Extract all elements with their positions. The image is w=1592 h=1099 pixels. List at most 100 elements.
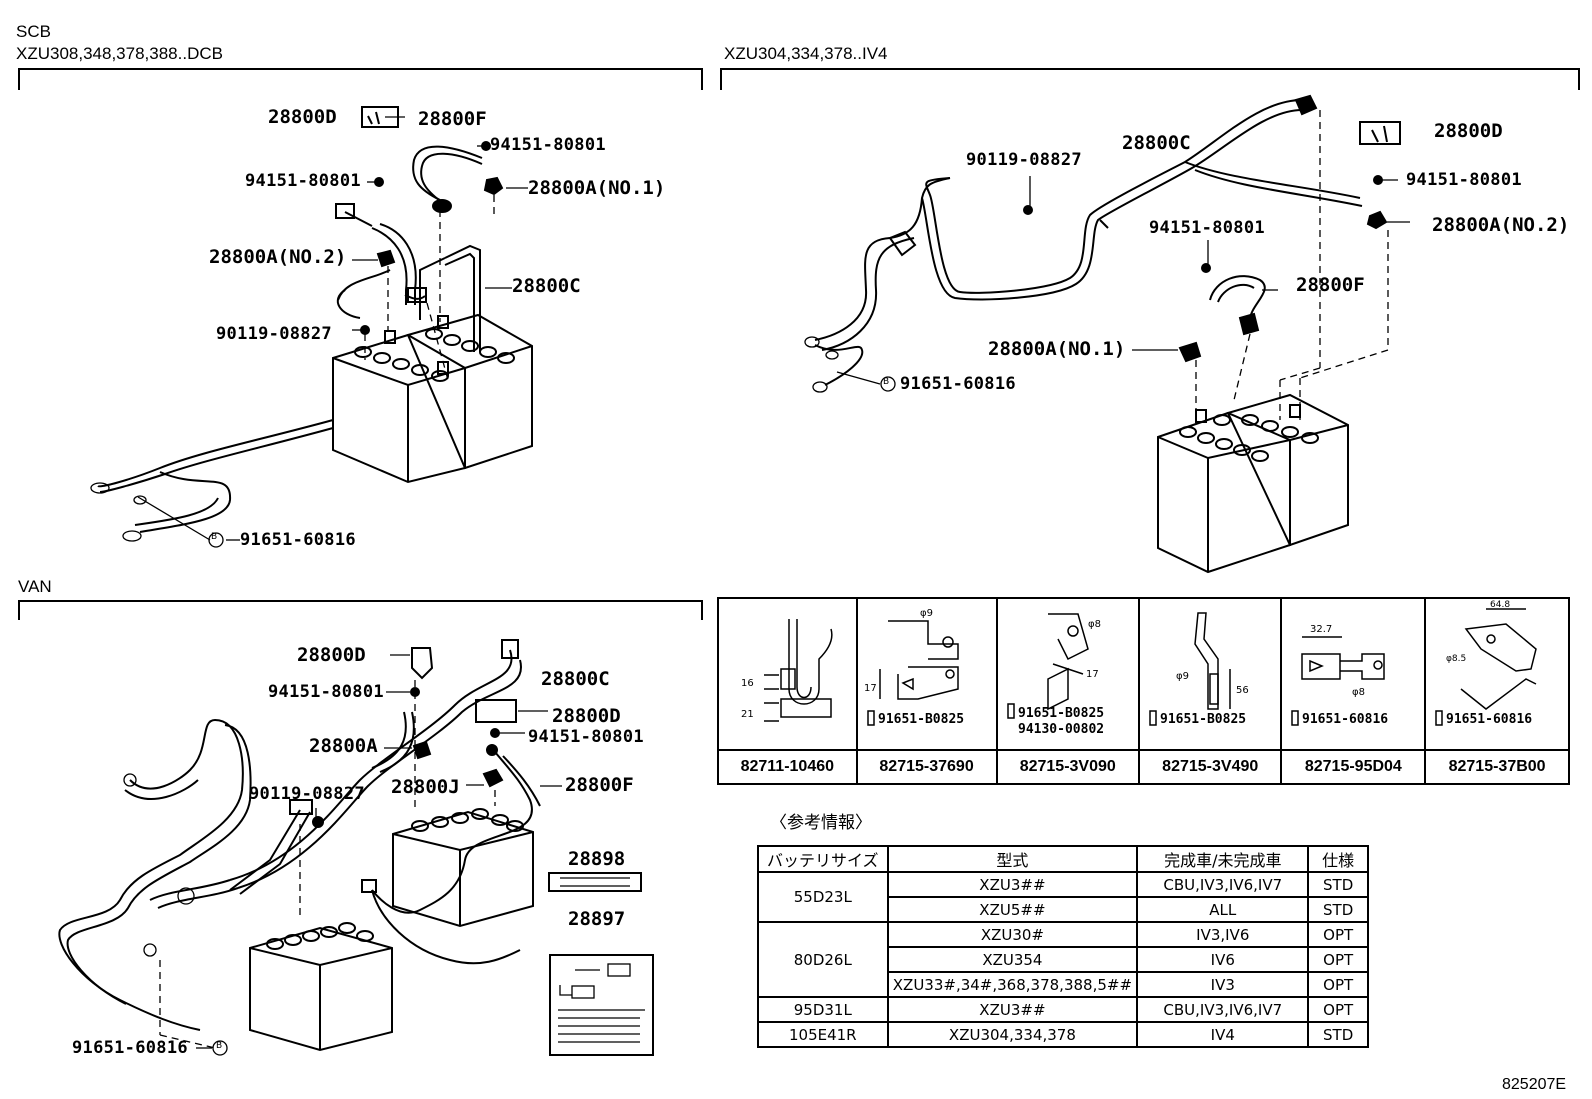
scb-cable-28800f <box>412 145 483 213</box>
callout-iv4-94151-a: 94151-80801 <box>1406 170 1522 190</box>
bracket-1-drawing: 16 21 <box>741 619 833 722</box>
bracket-3-drawing: φ8 17 91651-B0825 94130-00802 <box>1006 613 1104 737</box>
bracket-cell-5: 32.7 φ8 91651-60816 <box>1280 597 1427 751</box>
spec-size: 105E41R <box>757 1021 889 1048</box>
bracket-4-dim-b: 56 <box>1236 685 1249 696</box>
callout-iv4-28800c: 28800C <box>1122 132 1191 154</box>
bracket-2-dim-a: φ9 <box>920 608 933 619</box>
callout-iv4-28800a-no1: 28800A(NO.1) <box>988 338 1126 360</box>
scb-cable-28800c <box>90 203 481 542</box>
spec-header-model: 型式 <box>886 845 1139 873</box>
callout-iv4-28800d: 28800D <box>1434 120 1503 142</box>
spec-model: XZU304,334,378 <box>886 1021 1139 1048</box>
callout-scb-94151-b: 94151-80801 <box>245 171 361 191</box>
scb-leaders <box>137 116 528 541</box>
bracket-3-dim-a: φ8 <box>1088 619 1101 630</box>
spec-header-row: バッテリサイズ 型式 完成車/未完成車 仕様 <box>757 845 1369 873</box>
spec-vehicle: IV3 <box>1136 971 1310 998</box>
bracket-5-bolt-1: 91651-60816 <box>1302 712 1388 727</box>
callout-van-28800a: 28800A <box>309 735 378 757</box>
bracket-part-6: 82715-37B00 <box>1424 749 1570 785</box>
spec-vehicle: CBU,IV3,IV6,IV7 <box>1136 871 1310 898</box>
reference-title: 〈参考情報〉 <box>770 813 872 833</box>
spec-header-spec: 仕様 <box>1307 845 1369 873</box>
iv4-cable-28800f <box>1209 275 1266 336</box>
spec-row: XZU5## ALL STD <box>758 896 1369 923</box>
callout-van-94151-a: 94151-80801 <box>268 682 384 702</box>
section-frame-iv4 <box>720 68 1580 90</box>
van-cable-28800c <box>58 639 523 1031</box>
van-cable-28800f <box>361 744 541 965</box>
scb-batteries <box>332 313 533 484</box>
bracket-5-dim-b: φ8 <box>1352 687 1365 698</box>
spec-spec: OPT <box>1307 971 1369 998</box>
iv4-terminals <box>1023 121 1401 363</box>
callout-scb-28800d: 28800D <box>268 106 337 128</box>
spec-row: 80D26L XZU30# IV3,IV6 OPT <box>757 921 1369 998</box>
callout-van-90119: 90119-08827 <box>249 784 365 804</box>
callout-van-28800j: 28800J <box>391 776 460 798</box>
battery-spec-table: バッテリサイズ 型式 完成車/未完成車 仕様 55D23L XZU3## CBU… <box>757 845 1369 1048</box>
bracket-parts-row: 82711-10460 82715-37690 82715-3V090 8271… <box>717 749 1570 785</box>
section-title-scb: SCB <box>16 22 51 41</box>
section-title-van: VAN <box>18 577 52 596</box>
van-label-28897 <box>549 954 654 1056</box>
bracket-4-bolt-1: 91651-B0825 <box>1160 712 1246 727</box>
bracket-3-dim-b: 17 <box>1086 669 1099 680</box>
spec-row: 95D31L XZU3## CBU,IV3,IV6,IV7 OPT <box>757 996 1369 1023</box>
bracket-5-dim-a: 32.7 <box>1310 624 1332 635</box>
bracket-6-drawing: 64.8 φ8.5 91651-60816 <box>1435 600 1538 727</box>
iv4-cable-28800c <box>804 94 1363 393</box>
mark-b-circles <box>208 376 896 1056</box>
mark-b-van: B <box>216 1041 223 1051</box>
spec-size: 55D23L <box>757 871 889 923</box>
callout-van-28897: 28897 <box>568 908 626 930</box>
bracket-2-bolt-1: 91651-B0825 <box>878 712 964 727</box>
callout-scb-28800a-no2: 28800A(NO.2) <box>209 246 347 268</box>
spec-vehicle: IV6 <box>1136 946 1310 973</box>
bracket-2-dim-b: 17 <box>864 683 877 694</box>
bracket-part-5: 82715-95D04 <box>1280 749 1427 785</box>
spec-header-vehicle: 完成車/未完成車 <box>1136 845 1310 873</box>
spec-row: 55D23L XZU3## CBU,IV3,IV6,IV7 STD <box>757 871 1369 923</box>
spec-row: XZU354 IV6 OPT <box>758 946 1369 973</box>
bracket-6-dim-a: 64.8 <box>1490 600 1510 610</box>
bracket-cell-4: φ9 56 91651-B0825 <box>1137 597 1283 751</box>
section-frame-van <box>18 600 703 620</box>
bracket-cell-1: 16 21 <box>717 597 858 751</box>
callout-iv4-28800a-no2: 28800A(NO.2) <box>1432 214 1570 236</box>
figure-code: 825207E <box>1502 1076 1567 1093</box>
callout-iv4-28800f: 28800F <box>1296 274 1365 296</box>
spec-vehicle: CBU,IV3,IV6,IV7 <box>1136 996 1310 1023</box>
spec-model: XZU3## <box>886 871 1139 898</box>
bracket-3-bolt-2: 94130-00802 <box>1018 722 1104 737</box>
bracket-cell-6: 64.8 φ8.5 91651-60816 <box>1424 597 1570 751</box>
spec-model: XZU33#,34#,368,378,388,5## <box>886 971 1139 998</box>
spec-row: XZU33#,34#,368,378,388,5## IV3 OPT <box>758 971 1369 998</box>
bracket-1-dim-b: 21 <box>741 709 754 720</box>
spec-model: XZU30# <box>886 921 1139 948</box>
callout-van-91651: 91651-60816 <box>72 1038 188 1058</box>
callout-van-28800c: 28800C <box>541 668 610 690</box>
bracket-images-row: 16 21 φ9 17 91651-B0825 <box>717 597 1570 751</box>
bracket-4-drawing: φ9 56 91651-B0825 <box>1149 612 1249 727</box>
spec-size: 80D26L <box>757 921 889 998</box>
bracket-part-2: 82715-37690 <box>855 749 998 785</box>
spec-spec: OPT <box>1307 996 1369 1023</box>
callout-scb-91651: 91651-60816 <box>240 530 356 550</box>
bracket-5-drawing: 32.7 φ8 91651-60816 <box>1291 624 1389 727</box>
bracket-6-dim-b: φ8.5 <box>1446 654 1466 664</box>
bracket-2-drawing: φ9 17 91651-B0825 <box>864 608 964 727</box>
callout-van-28800f: 28800F <box>565 774 634 796</box>
spec-model: XZU354 <box>886 946 1139 973</box>
callout-iv4-91651: 91651-60816 <box>900 374 1016 394</box>
bracket-3-bolt-1: 91651-B0825 <box>1018 706 1104 721</box>
spec-size: 95D31L <box>757 996 889 1023</box>
callout-iv4-94151-b: 94151-80801 <box>1149 218 1265 238</box>
mark-b-iv4: B <box>883 377 890 387</box>
iv4-batteries <box>1157 393 1349 574</box>
callout-scb-28800f: 28800F <box>418 108 487 130</box>
spec-spec: STD <box>1307 1021 1369 1048</box>
spec-vehicle: IV3,IV6 <box>1136 921 1310 948</box>
callout-scb-94151-a: 94151-80801 <box>490 135 606 155</box>
